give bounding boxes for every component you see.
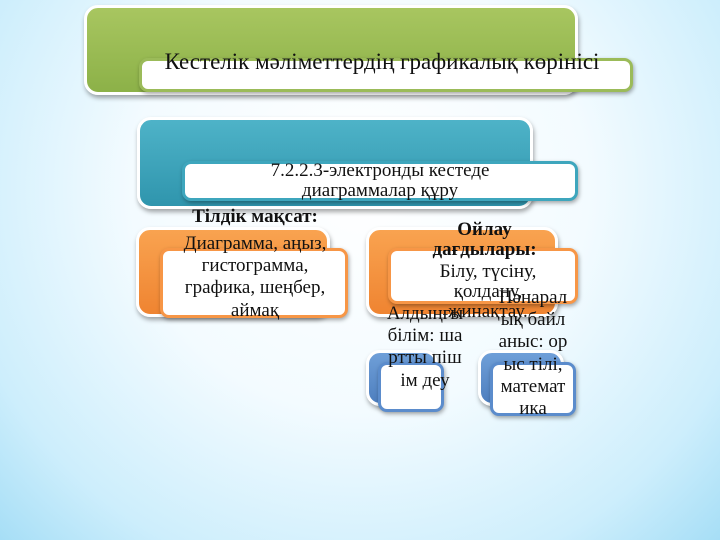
title-box (139, 58, 633, 92)
interdisciplinary-box (490, 362, 576, 416)
title-text: Кестелік мәліметтердің графикалық көріні… (164, 49, 600, 74)
objective-box (182, 161, 578, 201)
prior-knowledge-box (378, 362, 444, 412)
thinking-skills-heading: Ойлау дағдылары: (432, 219, 537, 260)
thinking-skills-box (388, 248, 578, 304)
thinking-skills-text: Білу, түсіну, қолдану, жинақтау. (439, 261, 537, 322)
language-goal-text: Диаграмма, аңыз, гистограмма, графика, ш… (183, 233, 327, 321)
interdisciplinary-text: Пәнаралық байланыс: орыс тілі, математик… (498, 287, 568, 420)
prior-knowledge-text: Алдыңғы білім: шартты пішім деу (386, 303, 464, 391)
language-goal-heading: Тілдік мақсат: (192, 206, 318, 227)
objective-text: 7.2.2.3-электронды кестеде диаграммалар … (270, 160, 490, 201)
language-goal-box (160, 248, 348, 318)
